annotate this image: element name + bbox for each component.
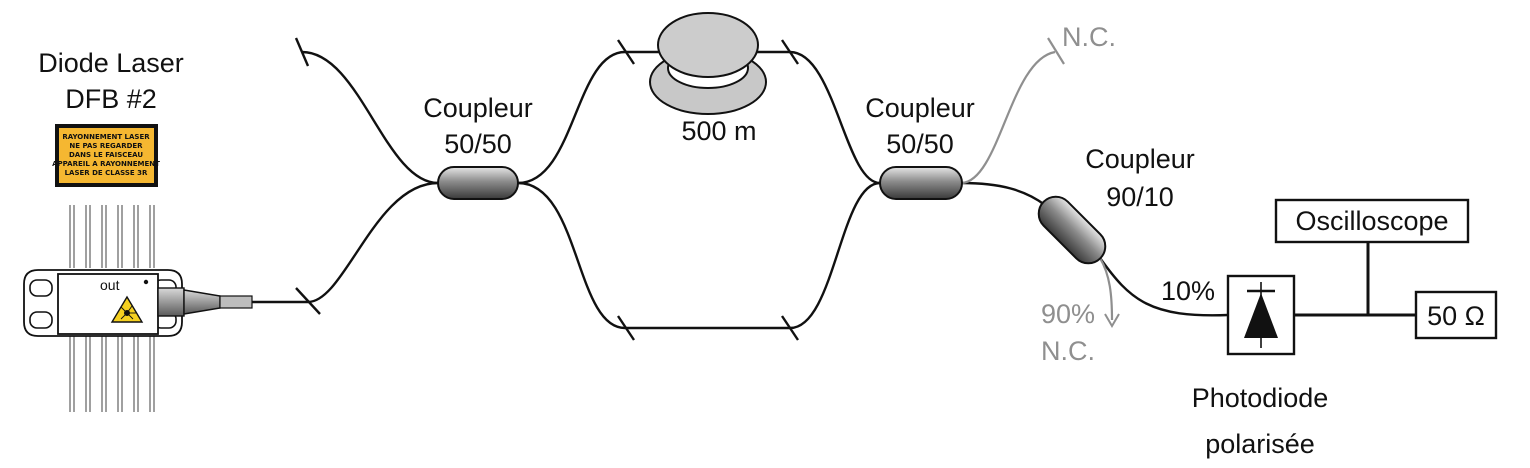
out-dot xyxy=(143,279,149,285)
laser-hazard-icon xyxy=(110,295,144,323)
fiber-coupler1-out-upper xyxy=(517,50,660,185)
warning-line-3: DANS LE FAISCEAU xyxy=(69,151,143,159)
photodiode-label-line-2: polarisée xyxy=(1205,429,1315,459)
signal-wiring xyxy=(1294,242,1416,317)
percent-90-label: 90% xyxy=(1041,299,1095,329)
load-label: 50 Ω xyxy=(1427,301,1485,331)
splice-mark xyxy=(617,315,635,341)
laser-title-line-1: Diode Laser xyxy=(38,48,184,78)
nc-top-label: N.C. xyxy=(1062,22,1116,52)
coupler-3 xyxy=(1037,195,1107,265)
coupler3-label-line-1: Coupleur xyxy=(1085,144,1195,174)
nc-bottom-label: N.C. xyxy=(1041,336,1095,366)
warning-line-2: NE PAS REGARDER xyxy=(69,142,143,150)
spool-length-label: 500 m xyxy=(681,116,756,146)
coupler1-label-line-1: Coupleur xyxy=(423,93,533,123)
laser-pins-top xyxy=(69,205,155,268)
coupler-1 xyxy=(437,166,519,200)
laser-ferrule xyxy=(157,287,185,317)
fiber-coupler2-out xyxy=(961,181,1046,206)
fiber-nc xyxy=(961,50,1114,321)
fiber-coupler3-10pct xyxy=(1099,257,1229,317)
warning-line-5: LASER DE CLASSE 3R xyxy=(65,169,148,177)
warning-line-1: RAYONNEMENT LASER xyxy=(62,133,150,141)
laser-boot xyxy=(183,289,221,315)
laser-module: out xyxy=(23,205,253,412)
warning-line-4: APPAREIL A RAYONNEMENT xyxy=(52,160,160,168)
load-box xyxy=(1414,290,1498,340)
oscilloscope-label: Oscilloscope xyxy=(1295,206,1448,236)
mount-hole-tl xyxy=(29,279,53,297)
laser-warning-label: RAYONNEMENT LASER NE PAS REGARDER DANS L… xyxy=(52,124,160,187)
fiber-coupler1-in-upper xyxy=(301,50,439,185)
nc-arrow-icon xyxy=(1104,313,1120,328)
fiber-reference-arm xyxy=(517,181,881,330)
photodiode xyxy=(1226,274,1296,356)
out-label: out xyxy=(100,277,120,293)
fiber-coupler3-90pct xyxy=(1099,257,1114,321)
laser-pins-bottom xyxy=(69,335,155,412)
splice-mark xyxy=(294,37,310,67)
splice-mark-nc xyxy=(1047,37,1065,65)
coupler2-label-line-1: Coupleur xyxy=(865,93,975,123)
spool-top xyxy=(657,12,759,78)
mount-hole-bl xyxy=(29,311,53,329)
laser-title-line-2: DFB #2 xyxy=(65,84,157,114)
fiber-splices xyxy=(294,37,799,341)
laser-pigtail xyxy=(219,295,253,309)
coupler-2 xyxy=(879,166,963,200)
percent-10-label: 10% xyxy=(1161,276,1215,306)
warning-label-fill xyxy=(59,128,154,183)
coupler3-label-line-2: 90/10 xyxy=(1106,182,1174,212)
splice-mark xyxy=(617,39,635,65)
coupler1-label-line-2: 50/50 xyxy=(444,129,512,159)
fiber-spool-to-coupler2 xyxy=(750,50,881,185)
splice-mark xyxy=(781,315,799,341)
splice-mark xyxy=(295,287,321,315)
oscilloscope-box xyxy=(1274,198,1470,244)
laser-body xyxy=(57,273,159,335)
fiber-coupler2-nc xyxy=(961,50,1056,185)
fiber-spool xyxy=(649,12,767,115)
splice-mark xyxy=(781,39,799,65)
coupler2-label-line-2: 50/50 xyxy=(886,129,954,159)
photodiode-label-line-1: Photodiode xyxy=(1192,383,1329,413)
photodiode-triangle-icon xyxy=(1244,293,1278,338)
fiber-coupler1-in-lower xyxy=(307,181,439,304)
